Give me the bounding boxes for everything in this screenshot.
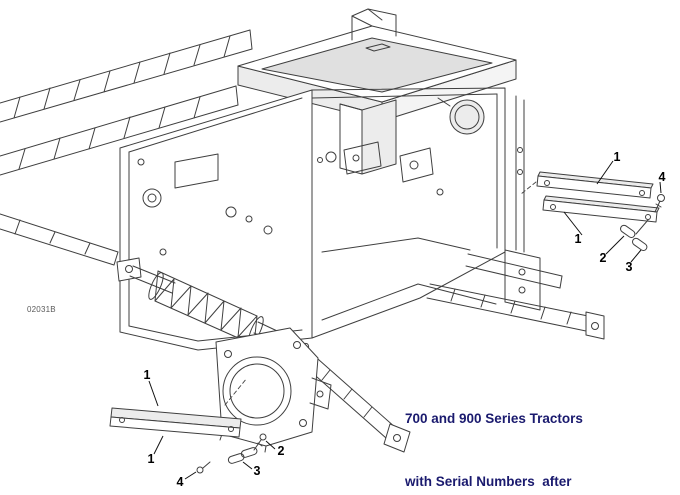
left-side-panel: [116, 89, 313, 351]
part-callout-4: 4: [176, 474, 184, 489]
part-callout-3: 3: [253, 463, 261, 478]
main-body-shell: [311, 87, 541, 339]
part-callout-1: 1: [147, 451, 155, 466]
part-callout-2: 2: [277, 443, 285, 458]
callout-leader-lines: [148, 160, 662, 480]
frame-rails-upper-left: [0, 29, 253, 266]
part-callout-1: 1: [574, 231, 582, 246]
upper-bracket-assembly: [520, 171, 665, 251]
drawing-code: 02031B: [27, 305, 56, 314]
caption-line-2: with Serial Numbers after: [405, 474, 572, 489]
lower-bracket-assembly: [109, 377, 267, 474]
part-callout-2: 2: [599, 250, 607, 265]
figure-caption: 700 and 900 Series Tractors with Serial …: [405, 366, 583, 495]
caption-line-1: 700 and 900 Series Tractors: [405, 411, 583, 426]
part-callout-3: 3: [625, 259, 633, 274]
part-callout-1: 1: [143, 367, 151, 382]
part-callout-4: 4: [658, 169, 666, 184]
frame-rails-lower-right: [426, 253, 605, 340]
part-callout-1: 1: [613, 149, 621, 164]
